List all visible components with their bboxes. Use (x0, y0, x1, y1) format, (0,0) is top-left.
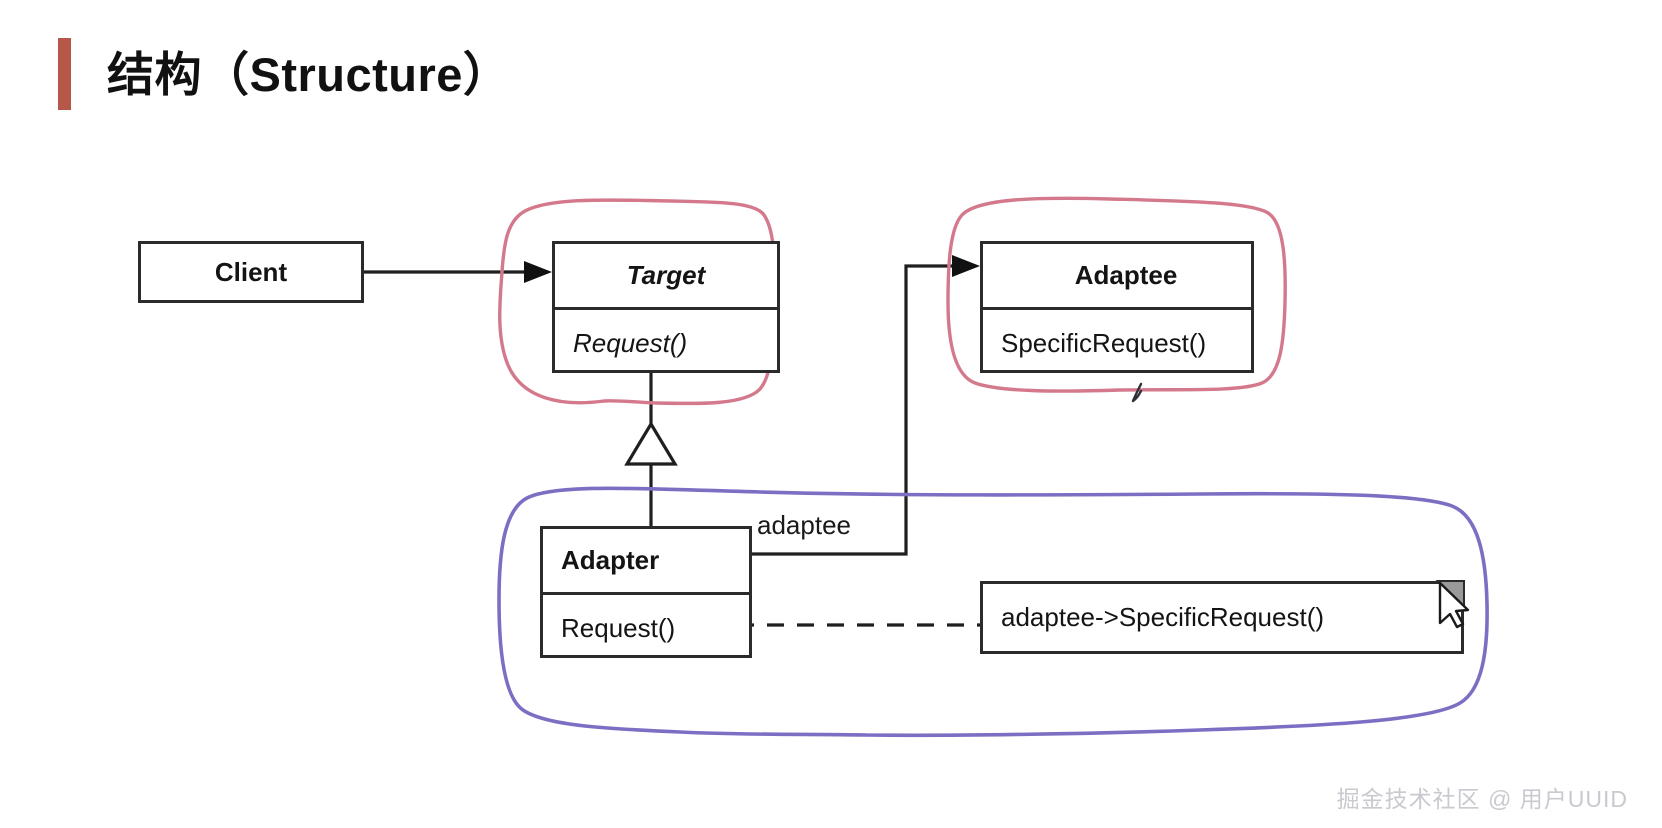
uml-class-adapter-divider (543, 592, 749, 595)
note-fold-and-cursor-layer (1435, 580, 1470, 629)
annotation-loop-adaptee (946, 196, 1287, 393)
uml-class-target-operations-row: Request() (555, 310, 777, 376)
uml-class-adapter-operation-request: Request() (561, 612, 676, 643)
uml-class-adaptee-divider (983, 307, 1251, 310)
page-title: 结构（Structure） (58, 38, 510, 110)
title-accent-bar (58, 38, 71, 110)
uml-class-target[interactable]: Target Request() (552, 241, 780, 373)
uml-class-adapter-name-row: Adapter (543, 529, 749, 592)
arrowhead-adaptee (952, 255, 980, 277)
association-label-adaptee: adaptee (757, 510, 851, 540)
uml-class-adapter-name: Adapter (561, 545, 660, 575)
annotation-pen-tick (1131, 382, 1143, 403)
uml-note-row: adaptee->SpecificRequest() (983, 584, 1461, 651)
uml-class-adaptee-name: Adaptee (1074, 260, 1178, 290)
uml-class-client-name-row: Client (141, 244, 361, 300)
uml-class-target-operation-request: Request() (573, 327, 688, 358)
uml-class-target-name-row: Target (555, 244, 777, 307)
uml-class-target-name: Target (626, 260, 706, 290)
uml-class-adaptee-operations-row: SpecificRequest() (983, 310, 1251, 376)
edge-adapter-to-adaptee (752, 264, 968, 556)
uml-class-adapter[interactable]: Adapter Request() (540, 526, 752, 658)
uml-class-adaptee-name-row: Adaptee (983, 244, 1251, 307)
page-title-text: 结构（Structure） (107, 47, 511, 101)
generalization-triangle (624, 420, 678, 466)
annotation-loop-target (498, 198, 777, 406)
uml-class-target-divider (555, 307, 777, 310)
arrowhead-target (524, 261, 552, 283)
uml-class-client-name: Client (214, 256, 288, 287)
uml-note-text: adaptee->SpecificRequest() (1001, 602, 1325, 632)
uml-class-adaptee-operation-specificrequest: SpecificRequest() (1001, 327, 1207, 358)
uml-note-adapter-request[interactable]: adaptee->SpecificRequest() (980, 581, 1464, 654)
uml-class-adaptee[interactable]: Adaptee SpecificRequest() (980, 241, 1254, 373)
uml-class-adapter-operations-row: Request() (543, 595, 749, 661)
annotation-loop-adapter (497, 486, 1489, 738)
mouse-cursor-icon (1438, 581, 1470, 629)
watermark: 掘金技术社区 @ 用户UUID (1336, 786, 1628, 812)
uml-class-client[interactable]: Client (138, 241, 364, 303)
